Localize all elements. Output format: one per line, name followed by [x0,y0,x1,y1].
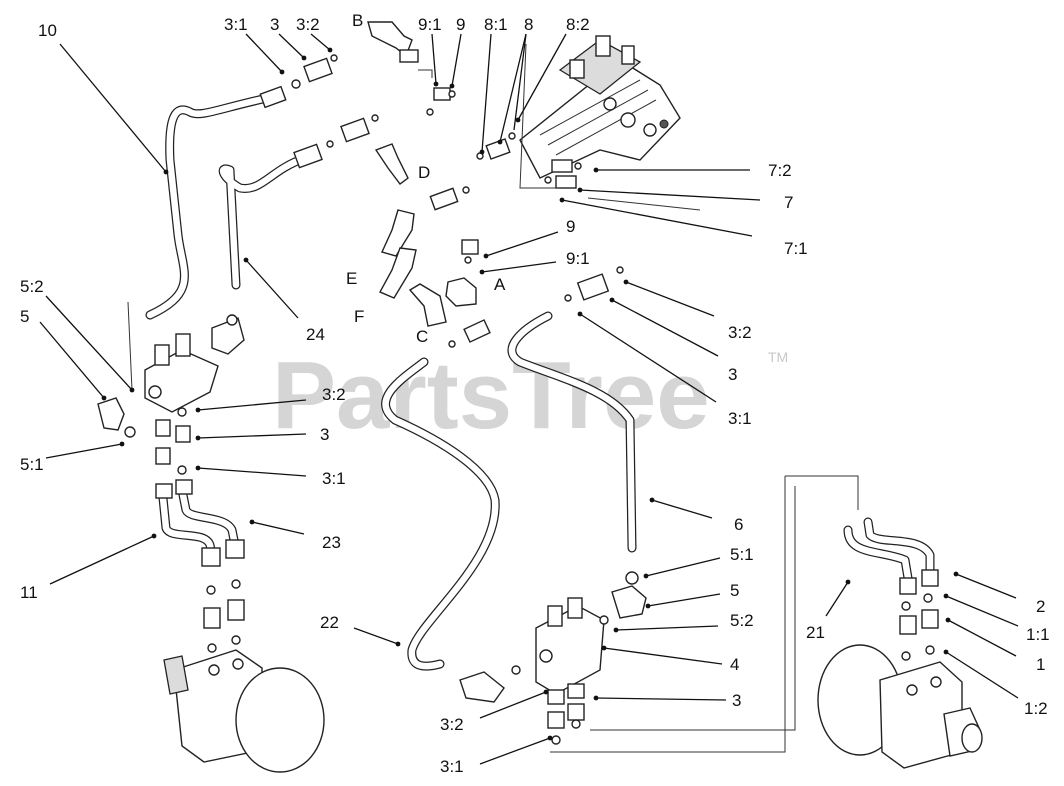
right-valve-block [459,571,647,745]
callout-21: 21 [806,623,825,642]
callout-labels: 10 3:1 3 3:2 B 9:1 9 8:1 8 8:2 7:2 7 7:1… [20,11,1050,776]
callout-3-right: 3 [728,365,737,384]
callout-1: 1 [1036,655,1045,674]
callout-10: 10 [38,21,57,40]
callout-D: D [418,163,430,182]
tube-24 [218,153,310,290]
callout-E: E [346,269,357,288]
callout-3-2-right: 3:2 [728,323,752,342]
callout-5-1-right: 5:1 [730,545,754,564]
callout-9-1-mid: 9:1 [566,249,590,268]
callout-B: B [352,11,363,30]
callout-3-1-top: 3:1 [224,15,248,34]
callout-8: 8 [524,15,533,34]
callout-9-1-top: 9:1 [418,15,442,34]
fittings-center [379,209,624,348]
callout-3-1-bottom: 3:1 [440,757,464,776]
callout-22: 22 [320,613,339,632]
tube-6 [507,311,637,553]
tube-22 [381,357,500,671]
tube-21 [843,517,935,583]
callout-3-1-left: 3:1 [322,469,346,488]
callout-8-2: 8:2 [566,15,590,34]
watermark-trademark: TM [768,349,788,365]
callout-3-2-top: 3:2 [296,15,320,34]
callout-3-1-right: 3:1 [728,409,752,428]
callout-5-1-left: 5:1 [20,455,44,474]
callout-8-1: 8:1 [484,15,508,34]
left-valve-block [97,314,245,499]
callout-5-right: 5 [730,581,739,600]
callout-7-1: 7:1 [784,239,808,258]
callout-4: 4 [730,655,739,674]
callout-5-left: 5 [20,307,29,326]
callout-1-1: 1:1 [1026,625,1050,644]
leader-lines [39,33,1019,765]
callout-24: 24 [306,325,325,344]
callout-11: 11 [20,583,38,602]
fittings-top [259,21,582,211]
reference-lines [127,43,859,753]
callout-A: A [494,275,506,294]
right-motor [817,569,983,769]
callout-F: F [354,307,364,326]
callout-7-2: 7:2 [768,161,792,180]
control-valve [519,35,681,179]
callout-6: 6 [734,515,743,534]
tube-10 [145,92,277,320]
callout-5-2-left: 5:2 [20,277,44,296]
callout-3-top: 3 [270,15,279,34]
callout-2: 2 [1036,597,1045,616]
callout-23: 23 [322,533,341,552]
callout-9-mid: 9 [566,217,575,236]
tube-23 [178,490,240,550]
callout-7: 7 [784,193,793,212]
callout-1-2: 1:2 [1024,699,1048,718]
callout-5-2-right: 5:2 [730,611,754,630]
callout-3-left: 3 [320,425,329,444]
callout-3-2-left: 3:2 [322,385,346,404]
callout-3-2-bottom: 3:2 [440,715,464,734]
callout-3-bottom: 3 [732,691,741,710]
callout-C: C [416,327,428,346]
tube-11 [158,493,217,560]
watermark: PartsTree [272,342,710,449]
left-motor [163,539,325,773]
callout-9-top: 9 [456,15,465,34]
